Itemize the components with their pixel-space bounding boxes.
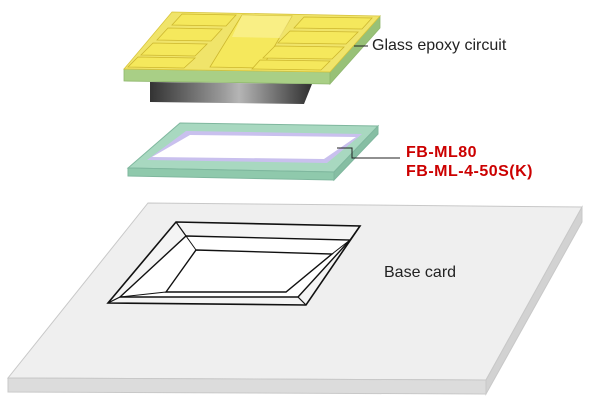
frame-opening bbox=[152, 135, 356, 159]
frame-side-right bbox=[333, 124, 379, 182]
chip-body bbox=[150, 82, 312, 104]
contact-pad bbox=[156, 27, 223, 42]
base-card-right-edge bbox=[485, 205, 583, 396]
contact-pad bbox=[293, 16, 373, 30]
glass-epoxy-circuit bbox=[123, 11, 381, 104]
contact-pad bbox=[171, 13, 237, 27]
label-base-card: Base card bbox=[384, 264, 457, 281]
contact-pad bbox=[277, 30, 359, 45]
leader-line-frame bbox=[337, 147, 400, 159]
base-card-front-edge bbox=[7, 377, 487, 395]
label-frame-part-number-alt: FB-ML-4-50S(K) bbox=[406, 163, 533, 180]
contact-pad bbox=[127, 56, 197, 69]
contact-pad bbox=[262, 45, 345, 60]
base-card bbox=[6, 202, 583, 396]
contact-pads bbox=[127, 13, 373, 71]
adhesive-frame bbox=[126, 122, 380, 182]
contact-pad bbox=[140, 42, 208, 57]
contact-pad bbox=[251, 59, 331, 71]
label-frame-part-number: FB-ML80 bbox=[406, 144, 478, 161]
label-glass-epoxy-circuit: Glass epoxy circuit bbox=[372, 37, 507, 54]
cavity-inner bbox=[164, 249, 334, 293]
